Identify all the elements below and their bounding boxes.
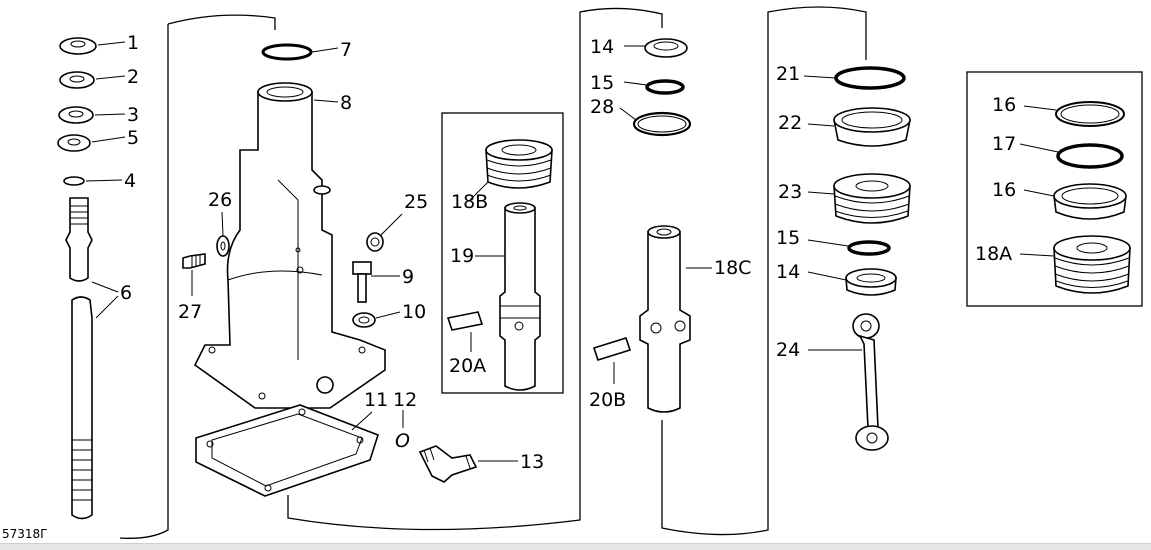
washer-26 bbox=[216, 235, 230, 257]
piston-18b bbox=[485, 139, 553, 189]
callout-26: 26 bbox=[208, 189, 232, 211]
callout-16-bottom: 16 bbox=[992, 179, 1016, 201]
bolt-27 bbox=[182, 253, 206, 269]
washer-3 bbox=[58, 106, 94, 124]
callout-14-bottom: 14 bbox=[776, 261, 800, 283]
rod-lower-6 bbox=[71, 296, 93, 520]
nut-10 bbox=[352, 312, 376, 328]
washer-14-top bbox=[644, 38, 688, 58]
washer-1 bbox=[59, 37, 97, 55]
ring-28 bbox=[632, 111, 692, 137]
callout-18b: 18B bbox=[451, 191, 488, 213]
rod-upper-6 bbox=[65, 197, 93, 282]
leader-lines-left bbox=[85, 41, 126, 319]
callout-6: 6 bbox=[120, 282, 132, 304]
callout-8: 8 bbox=[340, 92, 352, 114]
part-12-o-ring: O bbox=[395, 430, 410, 452]
bottom-scrollbar-strip bbox=[0, 543, 1151, 550]
nut-25 bbox=[366, 232, 384, 252]
piston-23 bbox=[833, 173, 911, 224]
housing-8 bbox=[193, 82, 386, 409]
ring-16-top bbox=[1055, 101, 1125, 127]
callout-3: 3 bbox=[127, 104, 139, 126]
callout-17: 17 bbox=[992, 133, 1016, 155]
callout-24: 24 bbox=[776, 339, 800, 361]
callout-28: 28 bbox=[590, 96, 614, 118]
sleeve-19 bbox=[499, 202, 541, 391]
callout-12: 12 bbox=[393, 389, 417, 411]
callout-7: 7 bbox=[340, 39, 352, 61]
housing-outline-left bbox=[119, 14, 276, 539]
o-ring-7 bbox=[261, 43, 313, 61]
callout-13: 13 bbox=[520, 451, 544, 473]
callout-2: 2 bbox=[127, 66, 139, 88]
callout-14-top: 14 bbox=[590, 36, 614, 58]
callout-11: 11 bbox=[364, 389, 388, 411]
callout-23: 23 bbox=[778, 181, 802, 203]
callout-20b: 20B bbox=[589, 389, 626, 411]
callout-19: 19 bbox=[450, 245, 474, 267]
washer-5 bbox=[57, 134, 91, 152]
link-rod-24 bbox=[852, 313, 889, 451]
inset-box-18a bbox=[966, 71, 1143, 307]
seal-ring-21 bbox=[834, 66, 906, 90]
pin-20a bbox=[446, 311, 484, 331]
seal-ring-15-bottom bbox=[847, 240, 891, 256]
sleeve-18c bbox=[639, 225, 691, 413]
washer-14-bottom bbox=[845, 268, 897, 296]
callout-16-top: 16 bbox=[992, 94, 1016, 116]
seal-ring-15-top bbox=[645, 79, 685, 95]
callout-21: 21 bbox=[776, 63, 800, 85]
seal-ring-17 bbox=[1056, 143, 1124, 169]
housing-outline-center-right bbox=[661, 6, 867, 536]
callout-18c: 18C bbox=[714, 257, 751, 279]
inset-box-18b bbox=[441, 112, 564, 394]
ring-22 bbox=[833, 107, 911, 147]
elbow-fitting-13 bbox=[418, 445, 478, 483]
callout-27: 27 bbox=[178, 301, 202, 323]
callout-5: 5 bbox=[127, 127, 139, 149]
callout-10: 10 bbox=[402, 301, 426, 323]
callout-15-top: 15 bbox=[590, 72, 614, 94]
piston-18a bbox=[1053, 235, 1131, 294]
o-ring-4 bbox=[63, 176, 85, 186]
ring-16-bottom bbox=[1053, 183, 1127, 220]
pin-20b bbox=[592, 337, 632, 361]
callout-18a: 18A bbox=[975, 243, 1012, 265]
callout-9: 9 bbox=[402, 266, 414, 288]
callout-15-bottom: 15 bbox=[776, 227, 800, 249]
gasket-11 bbox=[195, 404, 379, 497]
washer-2 bbox=[59, 71, 95, 89]
callout-25: 25 bbox=[404, 191, 428, 213]
callout-4: 4 bbox=[124, 170, 136, 192]
housing-outline-bottom bbox=[287, 7, 663, 531]
bolt-9 bbox=[352, 261, 372, 303]
callout-1: 1 bbox=[127, 32, 139, 54]
callout-20a: 20A bbox=[449, 355, 486, 377]
figure-code: 57318Γ bbox=[2, 527, 47, 541]
callout-22: 22 bbox=[778, 112, 802, 134]
